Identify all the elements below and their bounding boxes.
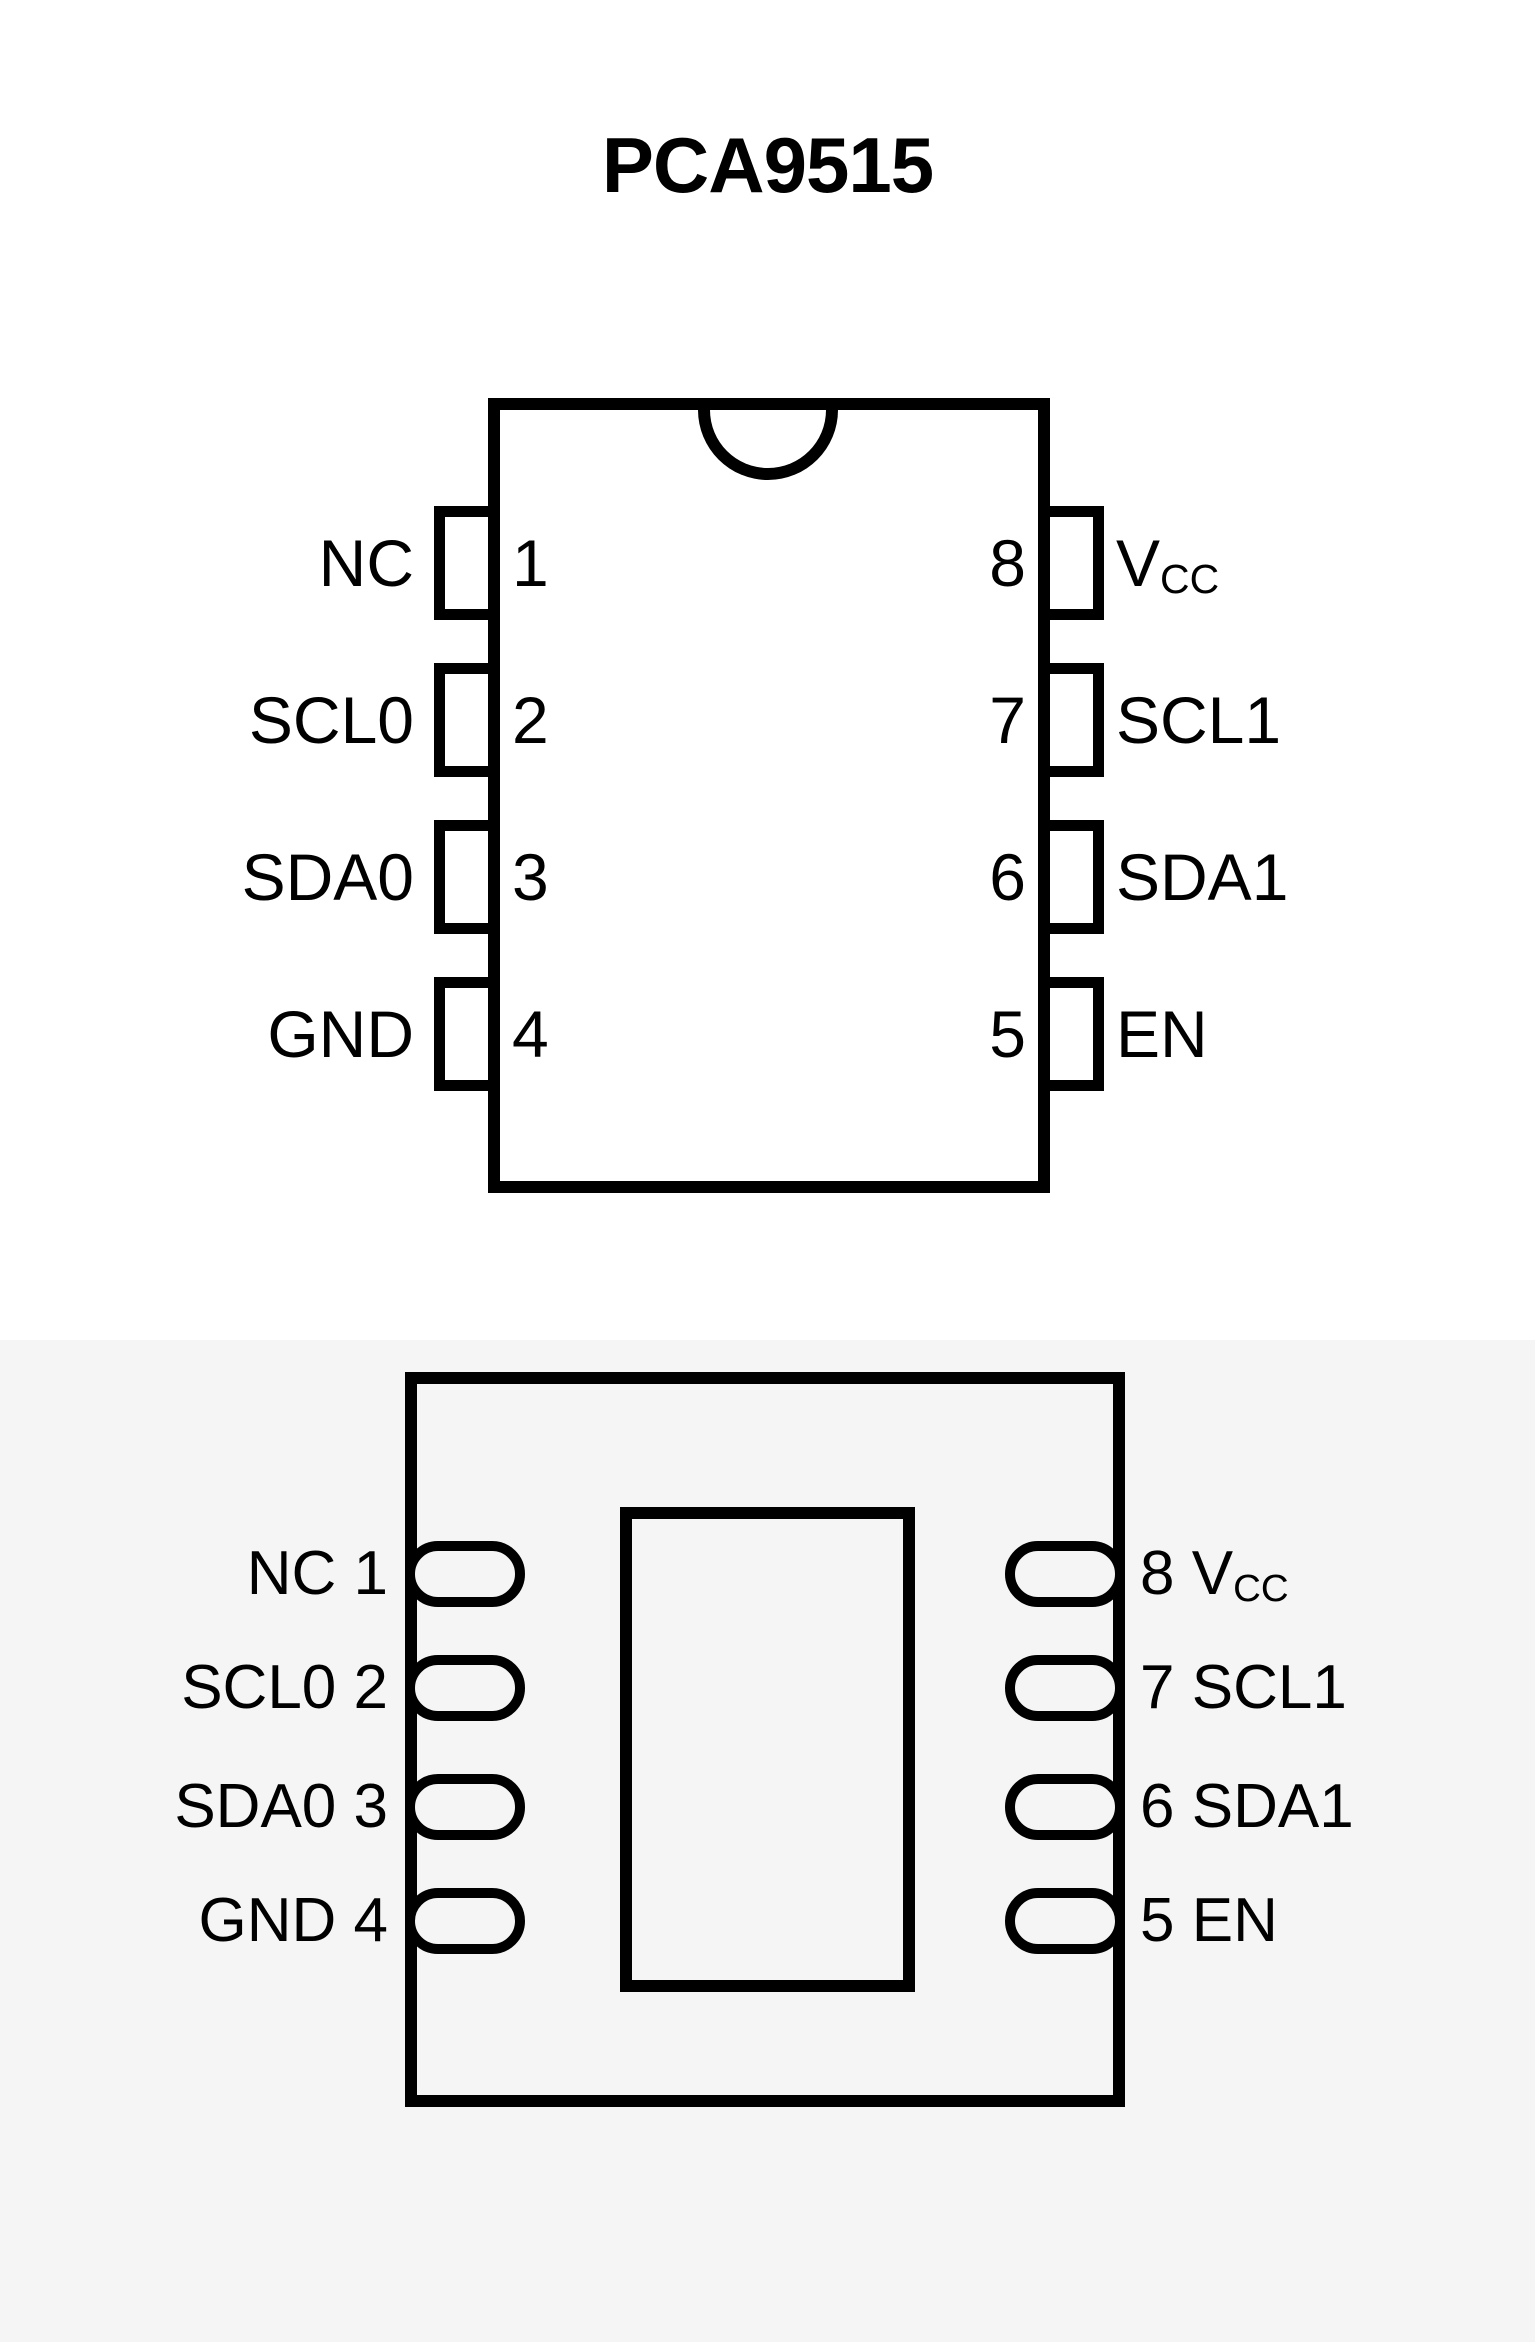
- hvson-pin5-name: EN: [1191, 1886, 1278, 1955]
- page-title: PCA9515: [601, 121, 934, 209]
- dip-pin2-label: SCL0: [248, 683, 414, 757]
- hvson-pin2-label: SCL0 2: [0, 1647, 388, 1729]
- dip-pin7-label: SCL1: [1116, 663, 1516, 786]
- dip-pin5-label-main: EN: [1116, 997, 1208, 1071]
- dip-pin6-pad: [1050, 820, 1104, 934]
- hvson-pin1-label: NC 1: [0, 1533, 388, 1615]
- hvson-pin8-label: 8 VCC: [1140, 1533, 1520, 1623]
- hvson-pin6-label: 6 SDA1: [1140, 1766, 1520, 1856]
- hvson-pin3-pad: [405, 1774, 525, 1840]
- dip-package-body: [488, 398, 1050, 1193]
- dip-pin7-pad: [1050, 663, 1104, 777]
- dip-pin7-number: 7: [989, 683, 1026, 757]
- hvson-pin7-label: 7 SCL1: [1140, 1647, 1520, 1737]
- dip-pin2-pad: [434, 663, 488, 777]
- dip-pin4-number: 4: [512, 997, 549, 1071]
- dip-pin4-label: GND: [267, 997, 414, 1071]
- dip-pin1-pad: [434, 506, 488, 620]
- hvson-pin7-name: SCL1: [1191, 1653, 1347, 1722]
- hvson-pin5-number: 5: [1140, 1886, 1175, 1955]
- dip-pin1-label: NC: [318, 526, 414, 600]
- hvson-pin6-pad: [1005, 1774, 1125, 1840]
- hvson-pin3-number: 3: [353, 1772, 388, 1841]
- dip-pin8-label-main: V: [1116, 526, 1161, 600]
- dip-pin8-number: 8: [989, 526, 1026, 600]
- hvson-pin1-name: NC: [246, 1539, 337, 1608]
- dip-pin8-pad: [1050, 506, 1104, 620]
- hvson-pin4-name: GND: [198, 1886, 337, 1955]
- hvson-pin2-number: 2: [353, 1653, 388, 1722]
- hvson-thermal-pad: [620, 1507, 915, 1992]
- dip-pin8-label-subscript: CC: [1160, 556, 1220, 603]
- dip-pin8-label: VCC: [1116, 506, 1516, 629]
- dip-pin7-label-main: SCL1: [1116, 683, 1282, 757]
- hvson-pin4-number: 4: [353, 1886, 388, 1955]
- dip-pin5-number: 5: [989, 997, 1026, 1071]
- hvson-pin3-name: SDA0: [174, 1772, 337, 1841]
- hvson-pin3-label: SDA0 3: [0, 1766, 388, 1848]
- hvson-pin4-pad: [405, 1888, 525, 1954]
- dip-pin6-number: 6: [989, 840, 1026, 914]
- hvson-pin6-number: 6: [1140, 1772, 1175, 1841]
- hvson-pin7-number: 7: [1140, 1653, 1175, 1722]
- hvson-pin5-pad: [1005, 1888, 1125, 1954]
- dip-pin6-label: SDA1: [1116, 820, 1516, 943]
- hvson-pin8-name: V: [1191, 1539, 1234, 1608]
- dip-pin3-label: SDA0: [241, 840, 414, 914]
- hvson-pin4-label: GND 4: [0, 1880, 389, 1962]
- dip-pin1-number: 1: [512, 526, 549, 600]
- hvson-pin1-number: 1: [353, 1539, 388, 1608]
- hvson-pin5-label: 5 EN: [1140, 1880, 1520, 1970]
- hvson-pin6-name: SDA1: [1191, 1772, 1354, 1841]
- dip-pin4-pad: [434, 977, 488, 1091]
- dip-pin5-pad: [1050, 977, 1104, 1091]
- dip-pin3-number: 3: [512, 840, 549, 914]
- dip-pin6-label-main: SDA1: [1116, 840, 1289, 914]
- hvson-pin7-pad: [1005, 1655, 1125, 1721]
- hvson-pin2-pad: [405, 1655, 525, 1721]
- hvson-pin8-pad: [1005, 1541, 1125, 1607]
- dip-pin3-pad: [434, 820, 488, 934]
- dip-pin2-number: 2: [512, 683, 549, 757]
- hvson-pin2-name: SCL0: [181, 1653, 337, 1722]
- hvson-pin8-number: 8: [1140, 1539, 1175, 1608]
- dip-pin5-label: EN: [1116, 977, 1516, 1100]
- hvson-pin8-name-subscript: CC: [1233, 1566, 1289, 1610]
- hvson-pin1-pad: [405, 1541, 525, 1607]
